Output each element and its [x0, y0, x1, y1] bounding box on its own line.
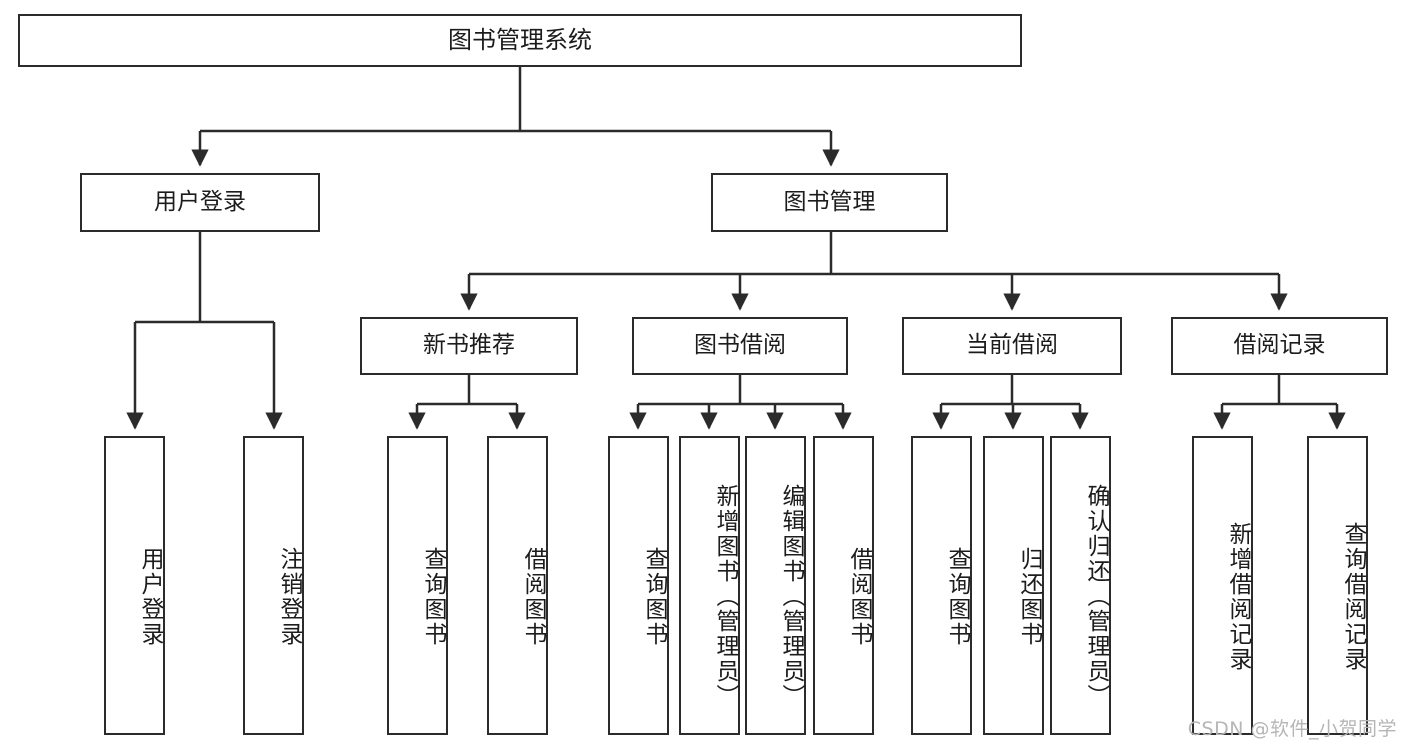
leaf-query-book-newbook[interactable]: 查询图书: [387, 436, 448, 735]
leaf-borrow-book[interactable]: 借阅图书: [813, 436, 874, 735]
leaf-return-book[interactable]: 归还图书: [983, 436, 1044, 735]
leaf-user-login[interactable]: 用户登录: [104, 436, 165, 735]
leaf-confirm-return-admin[interactable]: 确认归还（管理员）: [1050, 436, 1111, 735]
leaf-edit-book-admin[interactable]: 编辑图书（管理员）: [745, 436, 806, 735]
leaf-borrow-book-newbook[interactable]: 借阅图书: [487, 436, 548, 735]
node-current-borrow[interactable]: 当前借阅: [902, 317, 1122, 375]
node-book-management[interactable]: 图书管理: [711, 173, 948, 232]
node-root-system[interactable]: 图书管理系统: [18, 14, 1022, 67]
node-borrow-record[interactable]: 借阅记录: [1171, 317, 1388, 375]
node-user-login[interactable]: 用户登录: [80, 173, 320, 232]
leaf-query-book-current[interactable]: 查询图书: [911, 436, 972, 735]
leaf-add-borrow-record[interactable]: 新增借阅记录: [1192, 436, 1253, 735]
leaf-query-borrow-record[interactable]: 查询借阅记录: [1307, 436, 1368, 735]
leaf-add-book-admin[interactable]: 新增图书（管理员）: [679, 436, 740, 735]
node-book-borrow[interactable]: 图书借阅: [632, 317, 848, 375]
node-new-book-recommend[interactable]: 新书推荐: [360, 317, 578, 375]
csdn-watermark: CSDN @软件_小贺同学: [1187, 718, 1397, 740]
leaf-logout-login[interactable]: 注销登录: [243, 436, 304, 735]
leaf-query-book-borrow[interactable]: 查询图书: [608, 436, 669, 735]
